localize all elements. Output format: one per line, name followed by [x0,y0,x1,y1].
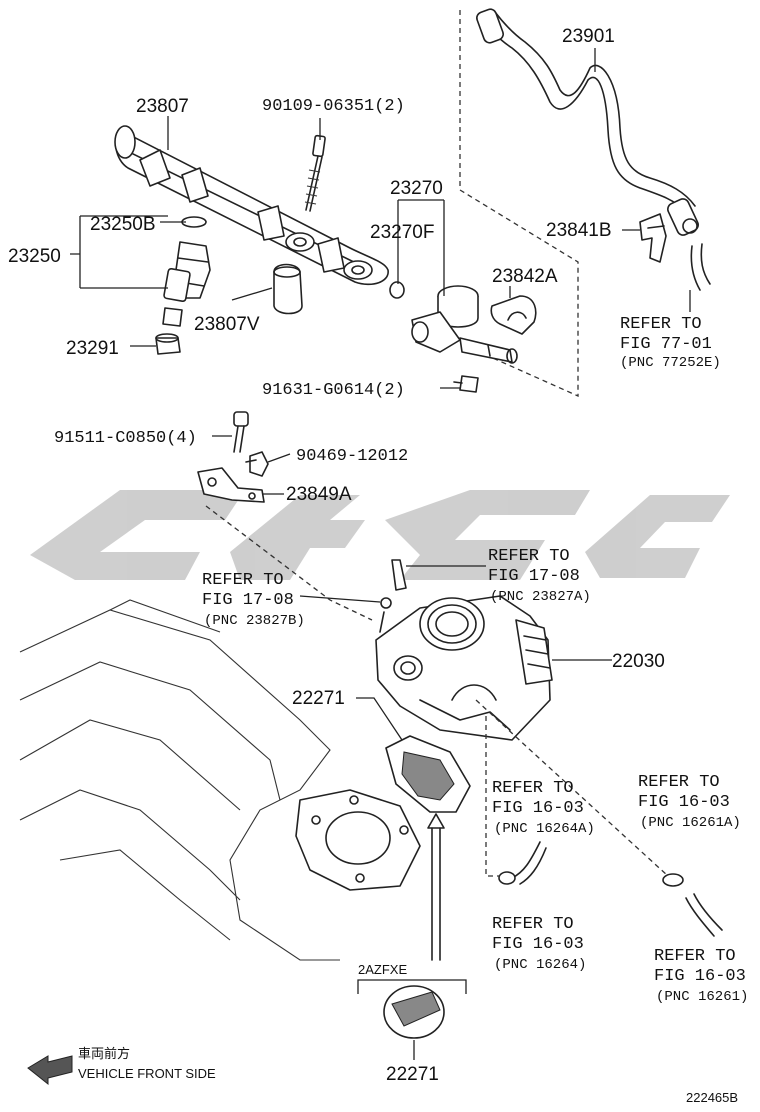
fuel-hose-23901[interactable] [475,8,700,238]
bracket-23849a[interactable] [197,467,265,503]
svg-text:(PNC 77252E): (PNC 77252E) [620,355,721,371]
gasket-22271-2azfxe[interactable] [383,985,445,1039]
refer-fig-16-03-a[interactable]: REFER TO FIG 16-03 (PNC 16264A) [492,779,595,837]
watermark-logo [30,490,730,580]
svg-text:FIG 17-08: FIG 17-08 [202,591,294,610]
label-23807: 23807 [136,96,189,117]
svg-text:REFER TO: REFER TO [638,773,720,792]
bolt-91511[interactable] [233,411,249,453]
vehicle-front-label-en: VEHICLE FRONT SIDE [78,1066,216,1081]
svg-text:FIG 16-03: FIG 16-03 [654,967,746,986]
label-23270: 23270 [390,178,443,199]
oring-23291[interactable] [155,333,181,355]
label-23901: 23901 [562,26,615,47]
diagram-id: 222465B [686,1090,738,1105]
hose-23827a[interactable] [391,559,407,591]
assembly-arrow [427,813,445,961]
label-23807v: 23807V [194,314,260,335]
label-22271-upper: 22271 [292,688,345,709]
clamp-16264[interactable] [498,871,516,885]
svg-text:FIG 16-03: FIG 16-03 [492,799,584,818]
clip-90469[interactable] [245,451,269,477]
label-90469: 90469-12012 [296,447,408,466]
label-23250: 23250 [8,246,61,267]
label-23842a: 23842A [492,266,558,287]
injector-23250[interactable] [162,216,211,327]
svg-text:FIG 16-03: FIG 16-03 [492,935,584,954]
label-23841b: 23841B [546,220,612,241]
label-23270f: 23270F [370,222,434,243]
hose-16264a[interactable] [511,841,547,885]
label-90109: 90109-06351(2) [262,97,405,116]
label-91511: 91511-C0850(4) [54,429,197,448]
svg-text:(PNC 16261): (PNC 16261) [656,989,748,1005]
hose-stub-77 [690,243,711,291]
refer-fig-17-08-a[interactable]: REFER TO FIG 17-08 (PNC 23827A) [488,547,591,605]
insulator-23807v[interactable] [273,263,303,315]
oring-23270f[interactable] [389,281,405,299]
clamp-23842a[interactable] [490,295,537,335]
leader-lines [70,48,691,1060]
svg-text:REFER TO: REFER TO [492,915,574,934]
label-variant-2azfxe: 2AZFXE [358,962,407,977]
svg-text:REFER TO: REFER TO [620,315,702,334]
svg-text:(PNC 16261A): (PNC 16261A) [640,815,741,831]
label-22030: 22030 [612,651,665,672]
svg-text:REFER TO: REFER TO [202,571,284,590]
svg-text:(PNC 16264): (PNC 16264) [494,957,586,973]
svg-text:REFER TO: REFER TO [492,779,574,798]
bolt-91631[interactable] [453,375,479,393]
svg-text:REFER TO: REFER TO [488,547,570,566]
intake-manifold [19,599,421,961]
refer-fig-16-03-d[interactable]: REFER TO FIG 16-03 (PNC 16261) [654,947,748,1005]
refer-fig-17-08-b[interactable]: REFER TO FIG 17-08 (PNC 23827B) [202,571,305,629]
refer-fig-77-01[interactable]: REFER TO FIG 77-01 (PNC 77252E) [620,315,721,371]
fuel-rail-23807[interactable] [114,125,389,286]
svg-text:REFER TO: REFER TO [654,947,736,966]
svg-text:(PNC 16264A): (PNC 16264A) [494,821,595,837]
vehicle-front-label-jp: 車両前方 [78,1046,130,1061]
throttle-body-22030[interactable] [375,595,553,741]
clip-23841b[interactable] [639,213,667,263]
label-23291: 23291 [66,338,119,359]
svg-text:FIG 17-08: FIG 17-08 [488,567,580,586]
label-23849a: 23849A [286,484,352,505]
label-23250b: 23250B [90,214,156,235]
svg-text:(PNC 23827B): (PNC 23827B) [204,613,305,629]
gasket-22271[interactable] [385,735,471,813]
label-22271-lower: 22271 [386,1064,439,1085]
fitting-23827b[interactable] [379,597,392,633]
vehicle-front-arrow-icon [27,1055,73,1086]
refer-fig-16-03-c[interactable]: REFER TO FIG 16-03 (PNC 16264) [492,915,586,973]
svg-text:FIG 77-01: FIG 77-01 [620,335,712,354]
svg-text:(PNC 23827A): (PNC 23827A) [490,589,591,605]
hose-16261a[interactable] [662,873,684,887]
refer-fig-16-03-b[interactable]: REFER TO FIG 16-03 (PNC 16261A) [638,773,741,831]
pulsation-damper-23270[interactable] [411,285,518,364]
hose-16261[interactable] [685,893,723,937]
bolt-90109[interactable] [304,134,326,212]
svg-text:FIG 16-03: FIG 16-03 [638,793,730,812]
label-91631: 91631-G0614(2) [262,381,405,400]
